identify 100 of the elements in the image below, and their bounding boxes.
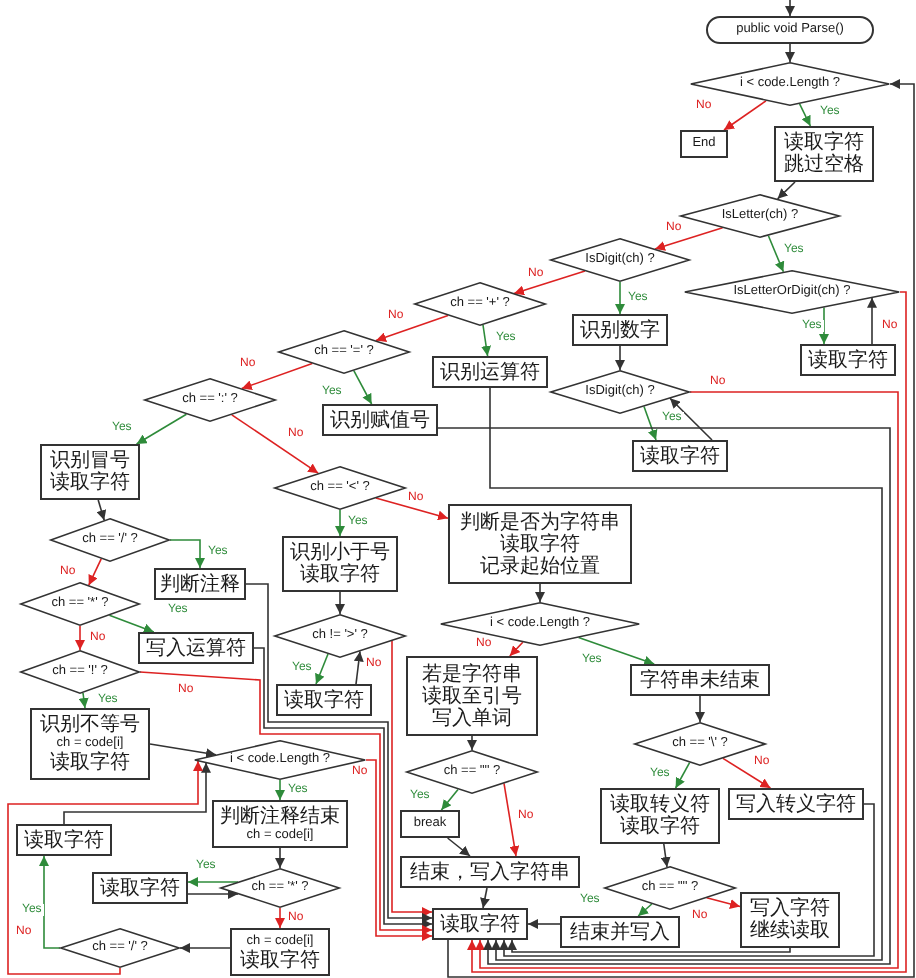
arrow (96, 499, 107, 521)
process-box (30, 708, 150, 780)
process-box (212, 800, 348, 848)
arrow (722, 757, 772, 789)
process-box (560, 916, 680, 948)
arrow (615, 345, 625, 371)
decision-diamond (60, 928, 180, 968)
decision-diamond (680, 194, 840, 238)
arrow (776, 181, 796, 200)
decision-diamond (20, 582, 140, 626)
arrow (527, 919, 561, 929)
decision-diamond (278, 330, 410, 374)
decision-diamond (274, 614, 406, 658)
arrow (467, 291, 907, 973)
arrow (481, 324, 492, 357)
step-text: 读取字符 (808, 349, 888, 371)
step-text: 读取至引号 (422, 685, 522, 707)
arrow (335, 591, 345, 615)
arrow (149, 743, 217, 759)
step-text: 判断是否为字符串 (460, 511, 620, 533)
arrow (437, 427, 891, 965)
process-box (40, 444, 140, 500)
arrow (798, 103, 812, 127)
step-text: 结束并写入 (570, 921, 670, 943)
arrow (391, 639, 433, 917)
process-box (16, 824, 112, 856)
arrow (480, 887, 490, 909)
decision-diamond (440, 602, 640, 646)
arrow (513, 270, 586, 296)
arrow (674, 761, 691, 789)
arrow (446, 837, 471, 857)
process-box (728, 788, 864, 820)
process-box (92, 872, 188, 904)
arrow (509, 641, 524, 657)
step-text: 结束，写入字符串 (410, 861, 570, 883)
arrow (867, 297, 877, 345)
arrow (440, 788, 459, 811)
arrow (375, 314, 449, 342)
process-box (572, 314, 668, 346)
decision-diamond (144, 378, 276, 422)
step-text: 继续读取 (750, 920, 830, 942)
step-text: 读取字符 (100, 877, 180, 899)
step-text: 读取字符 (24, 829, 104, 851)
process-box (154, 568, 246, 600)
arrow (375, 497, 449, 521)
arrow (108, 614, 155, 634)
step-text: 判断注释结束 (220, 805, 340, 827)
process-box (740, 892, 840, 948)
process-box (406, 656, 538, 736)
step-text: 读取字符 (640, 445, 720, 467)
arrow (447, 79, 915, 978)
arrow (275, 779, 285, 801)
process-box (230, 928, 330, 976)
decision-diamond (634, 722, 766, 766)
arrow (365, 759, 433, 941)
step-text: 读取字符 (50, 752, 130, 774)
arrow (785, 43, 795, 63)
arrow (39, 855, 61, 949)
arrow (615, 281, 625, 315)
process-box (276, 684, 372, 716)
arrow (467, 735, 477, 751)
process-box (600, 788, 720, 844)
arrow (637, 903, 653, 917)
process-box (630, 664, 770, 696)
process-box (138, 632, 254, 664)
process-box (400, 856, 580, 888)
arrow (179, 943, 231, 953)
arrow (723, 100, 767, 131)
decision-diamond (550, 370, 690, 414)
arrow (577, 636, 655, 666)
process-box (432, 356, 548, 388)
arrow (669, 397, 713, 441)
step-text: 读取字符 (440, 913, 520, 935)
step-text: 识别运算符 (440, 361, 540, 383)
step-text: 读取字符 (300, 564, 380, 586)
step-text: 字符串未结束 (640, 669, 760, 691)
arrow (785, 0, 795, 17)
decision-diamond (604, 866, 736, 910)
step-text: 记录起始位置 (480, 555, 600, 577)
decision-diamond (20, 650, 140, 694)
arrow (88, 558, 102, 586)
process-box (800, 344, 896, 376)
arrow (245, 583, 433, 923)
arrow (275, 907, 285, 929)
process-box (632, 440, 728, 472)
step-text: 若是字符串 (422, 663, 522, 685)
step-text: 读取字符 (500, 533, 580, 555)
arrow (315, 653, 329, 685)
decision-diamond (220, 868, 340, 908)
process-box (400, 810, 460, 838)
step-text: 跳过空格 (784, 154, 864, 176)
process-box (448, 504, 632, 584)
process-box (282, 536, 398, 592)
step-text: 识别小于号 (290, 542, 390, 564)
step-text: 判断注释 (160, 573, 240, 595)
step-text: 识别数字 (580, 319, 660, 341)
arrow (353, 650, 364, 685)
arrow (499, 803, 875, 957)
decision-diamond (690, 62, 890, 106)
step-text: 读取转义符 (610, 794, 710, 816)
